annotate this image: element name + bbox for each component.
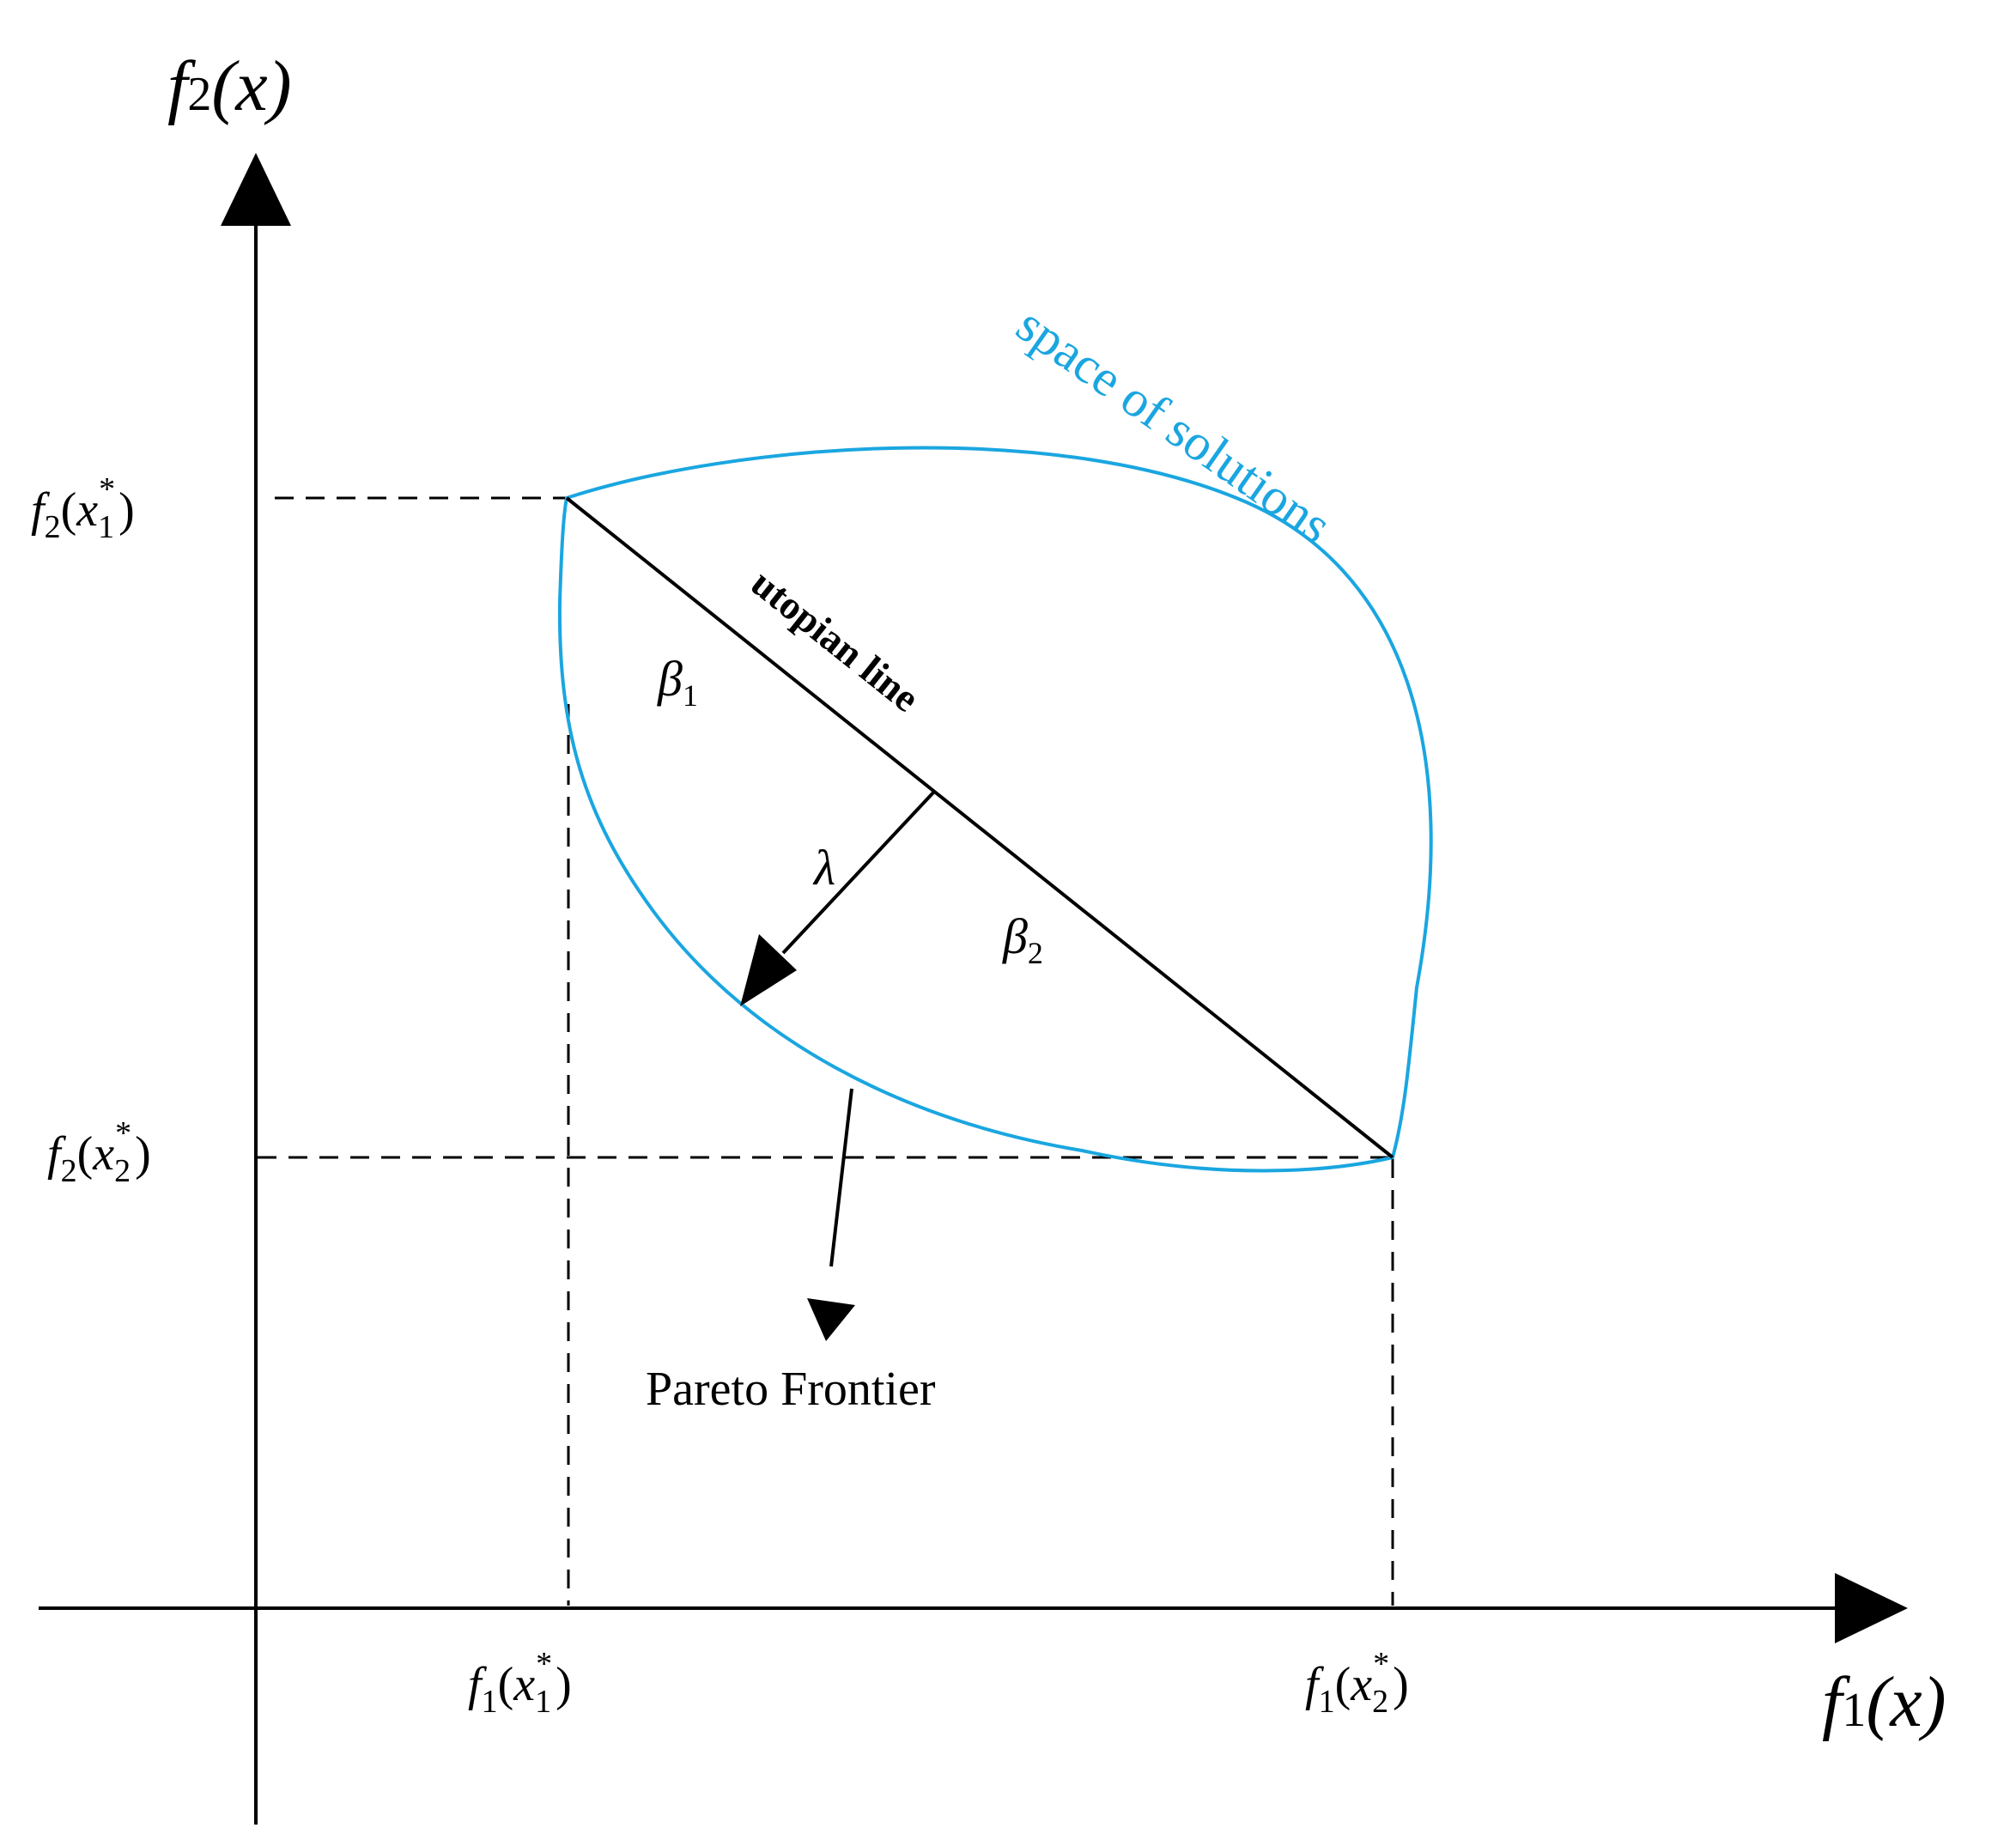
pareto-arrow [807,1088,855,1341]
y-axis-label: f2(x) [167,46,292,126]
solution-space-curve [557,446,1433,1173]
axes [39,153,1908,1825]
beta1-label: β1 [657,651,698,713]
utopian-line-label: utopian line [744,561,928,720]
lambda-label: λ [812,840,835,896]
pareto-frontier-label: Pareto Frontier [646,1363,936,1416]
lambda-arrow [740,790,936,1006]
beta2-label: β2 [1002,908,1043,970]
tick-x-right: f1(x2*) [1305,1646,1409,1720]
utopian-line [565,496,1394,1159]
lambda-arrowhead [740,934,797,1006]
y-axis-arrowhead [221,153,291,226]
space-of-solutions-label: space of solutions [1007,296,1342,555]
pareto-arrowhead [807,1298,855,1341]
guide-lines [258,496,1394,1606]
x-axis-arrowhead [1835,1573,1908,1643]
x-axis-label: f1(x) [1822,1662,1946,1742]
tick-x-left: f1(x1*) [468,1646,572,1720]
tick-y-top: f2(x1*) [31,471,135,545]
lambda-arrow-shaft [781,790,936,955]
pareto-arrow-shaft [829,1088,853,1267]
tick-y-bottom: f2(x2*) [47,1115,151,1189]
